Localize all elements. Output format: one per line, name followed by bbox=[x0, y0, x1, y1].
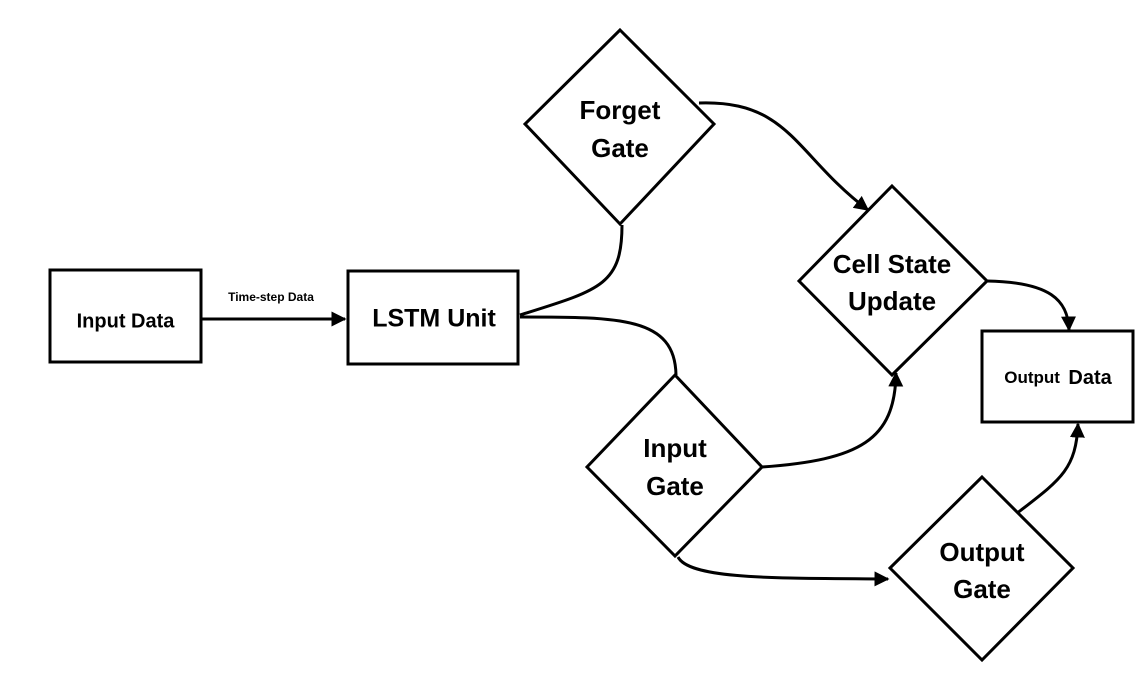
node-output-data: Output Data bbox=[980, 329, 1135, 424]
edge-input-gate-to-cell-state bbox=[761, 371, 904, 469]
node-input-gate: Input Gate bbox=[584, 372, 765, 559]
output-data-label: Output Data bbox=[1004, 367, 1112, 389]
input-gate-label-line1: Input bbox=[643, 433, 707, 463]
edge-lstm-to-forget-gate bbox=[519, 224, 624, 317]
node-input-data: Input Data bbox=[48, 268, 203, 364]
node-lstm-unit: LSTM Unit bbox=[346, 269, 520, 366]
forget-gate-label-line1: Forget bbox=[580, 95, 661, 125]
edges: Time-step Data bbox=[201, 101, 1085, 587]
node-forget-gate: Forget Gate bbox=[522, 27, 717, 227]
edge-input-gate-to-output-gate bbox=[676, 556, 890, 587]
input-data-box bbox=[48, 268, 203, 364]
node-output-gate: Output Gate bbox=[887, 474, 1076, 663]
cell-state-update-label-line1: Cell State bbox=[833, 249, 952, 279]
edge-lstm-to-input-gate bbox=[519, 315, 678, 376]
output-gate-label-line1: Output bbox=[939, 537, 1025, 567]
lstm-unit-label: LSTM Unit bbox=[372, 305, 496, 333]
cell-state-update-label-line2: Update bbox=[848, 286, 936, 316]
output-data-label-part2: Data bbox=[1068, 367, 1112, 389]
input-gate-diamond bbox=[584, 372, 765, 559]
edge-label-time-step-data: Time-step Data bbox=[228, 290, 314, 304]
node-cell-state-update: Cell State Update bbox=[796, 183, 990, 378]
output-gate-diamond bbox=[887, 474, 1076, 663]
forget-gate-diamond bbox=[522, 27, 717, 227]
lstm-unit-box bbox=[346, 269, 520, 366]
input-gate-label-line2: Gate bbox=[646, 471, 704, 501]
output-data-label-part1: Output bbox=[1004, 368, 1060, 387]
output-gate-label-line2: Gate bbox=[953, 574, 1011, 604]
output-data-box bbox=[980, 329, 1135, 424]
edge-forget-gate-to-cell-state bbox=[698, 101, 870, 212]
input-data-label: Input Data bbox=[77, 310, 176, 332]
cell-state-update-diamond bbox=[796, 183, 990, 378]
edge-cell-state-to-output-data bbox=[986, 279, 1077, 332]
forget-gate-label-line2: Gate bbox=[591, 133, 649, 163]
edge-output-gate-to-output-data bbox=[1015, 422, 1085, 516]
